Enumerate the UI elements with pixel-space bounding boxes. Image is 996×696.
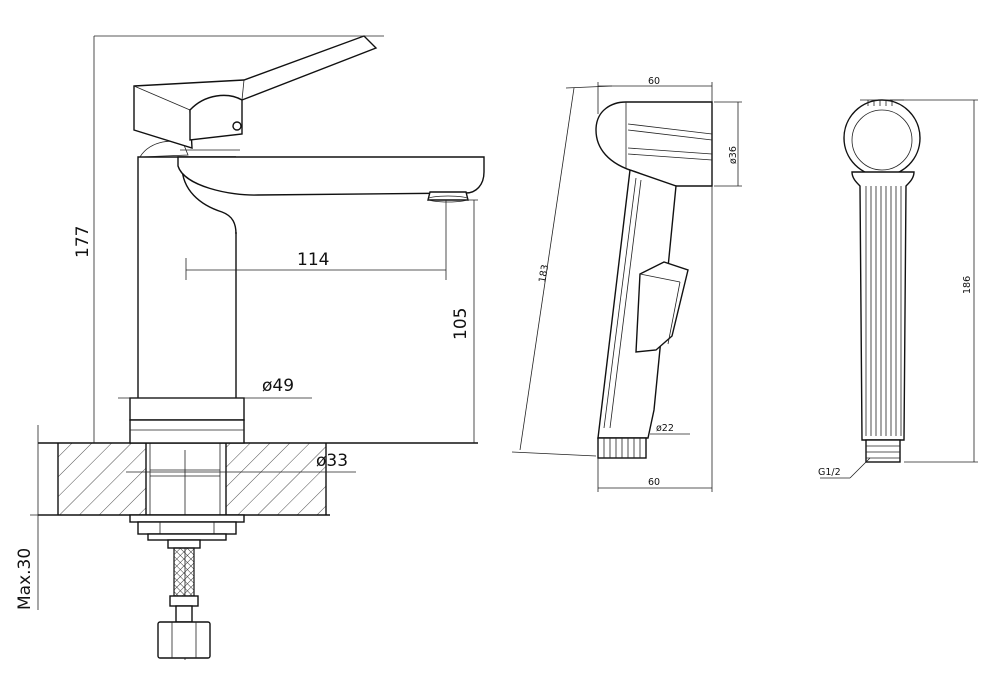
shower-front-view — [820, 99, 978, 479]
flexible-hose — [157, 539, 211, 659]
shower-width-top-label: 60 — [648, 76, 660, 87]
faucet-spout — [177, 156, 485, 203]
max-thickness-label: Max.30 — [15, 548, 35, 610]
shower-side-view — [511, 82, 742, 492]
height-dimension-label: 177 — [73, 226, 93, 258]
shower-width-bottom-label: 60 — [648, 477, 660, 488]
faucet-handle — [133, 35, 378, 158]
base-diameter-label: ø49 — [262, 376, 294, 396]
faucet-base-ring — [129, 397, 245, 444]
thread-size-label: G1/2 — [818, 467, 841, 478]
faucet-drawing: 177 114 105 ø49 ø33 Max.30 — [15, 35, 485, 660]
shower-front-length-label: 186 — [962, 276, 973, 294]
countertop-section — [38, 442, 478, 516]
spout-height-dimension-label: 105 — [451, 308, 471, 340]
shank-diameter-label: ø33 — [316, 451, 348, 471]
shower-length-label: 183 — [537, 264, 551, 284]
shower-thread-diameter-label: ø22 — [656, 423, 674, 434]
shower-head-diameter-label: ø36 — [728, 146, 739, 164]
reach-dimension-label: 114 — [297, 250, 329, 270]
mounting-nut — [129, 514, 245, 541]
faucet-dimensions — [30, 35, 478, 610]
faucet-body — [137, 156, 237, 398]
